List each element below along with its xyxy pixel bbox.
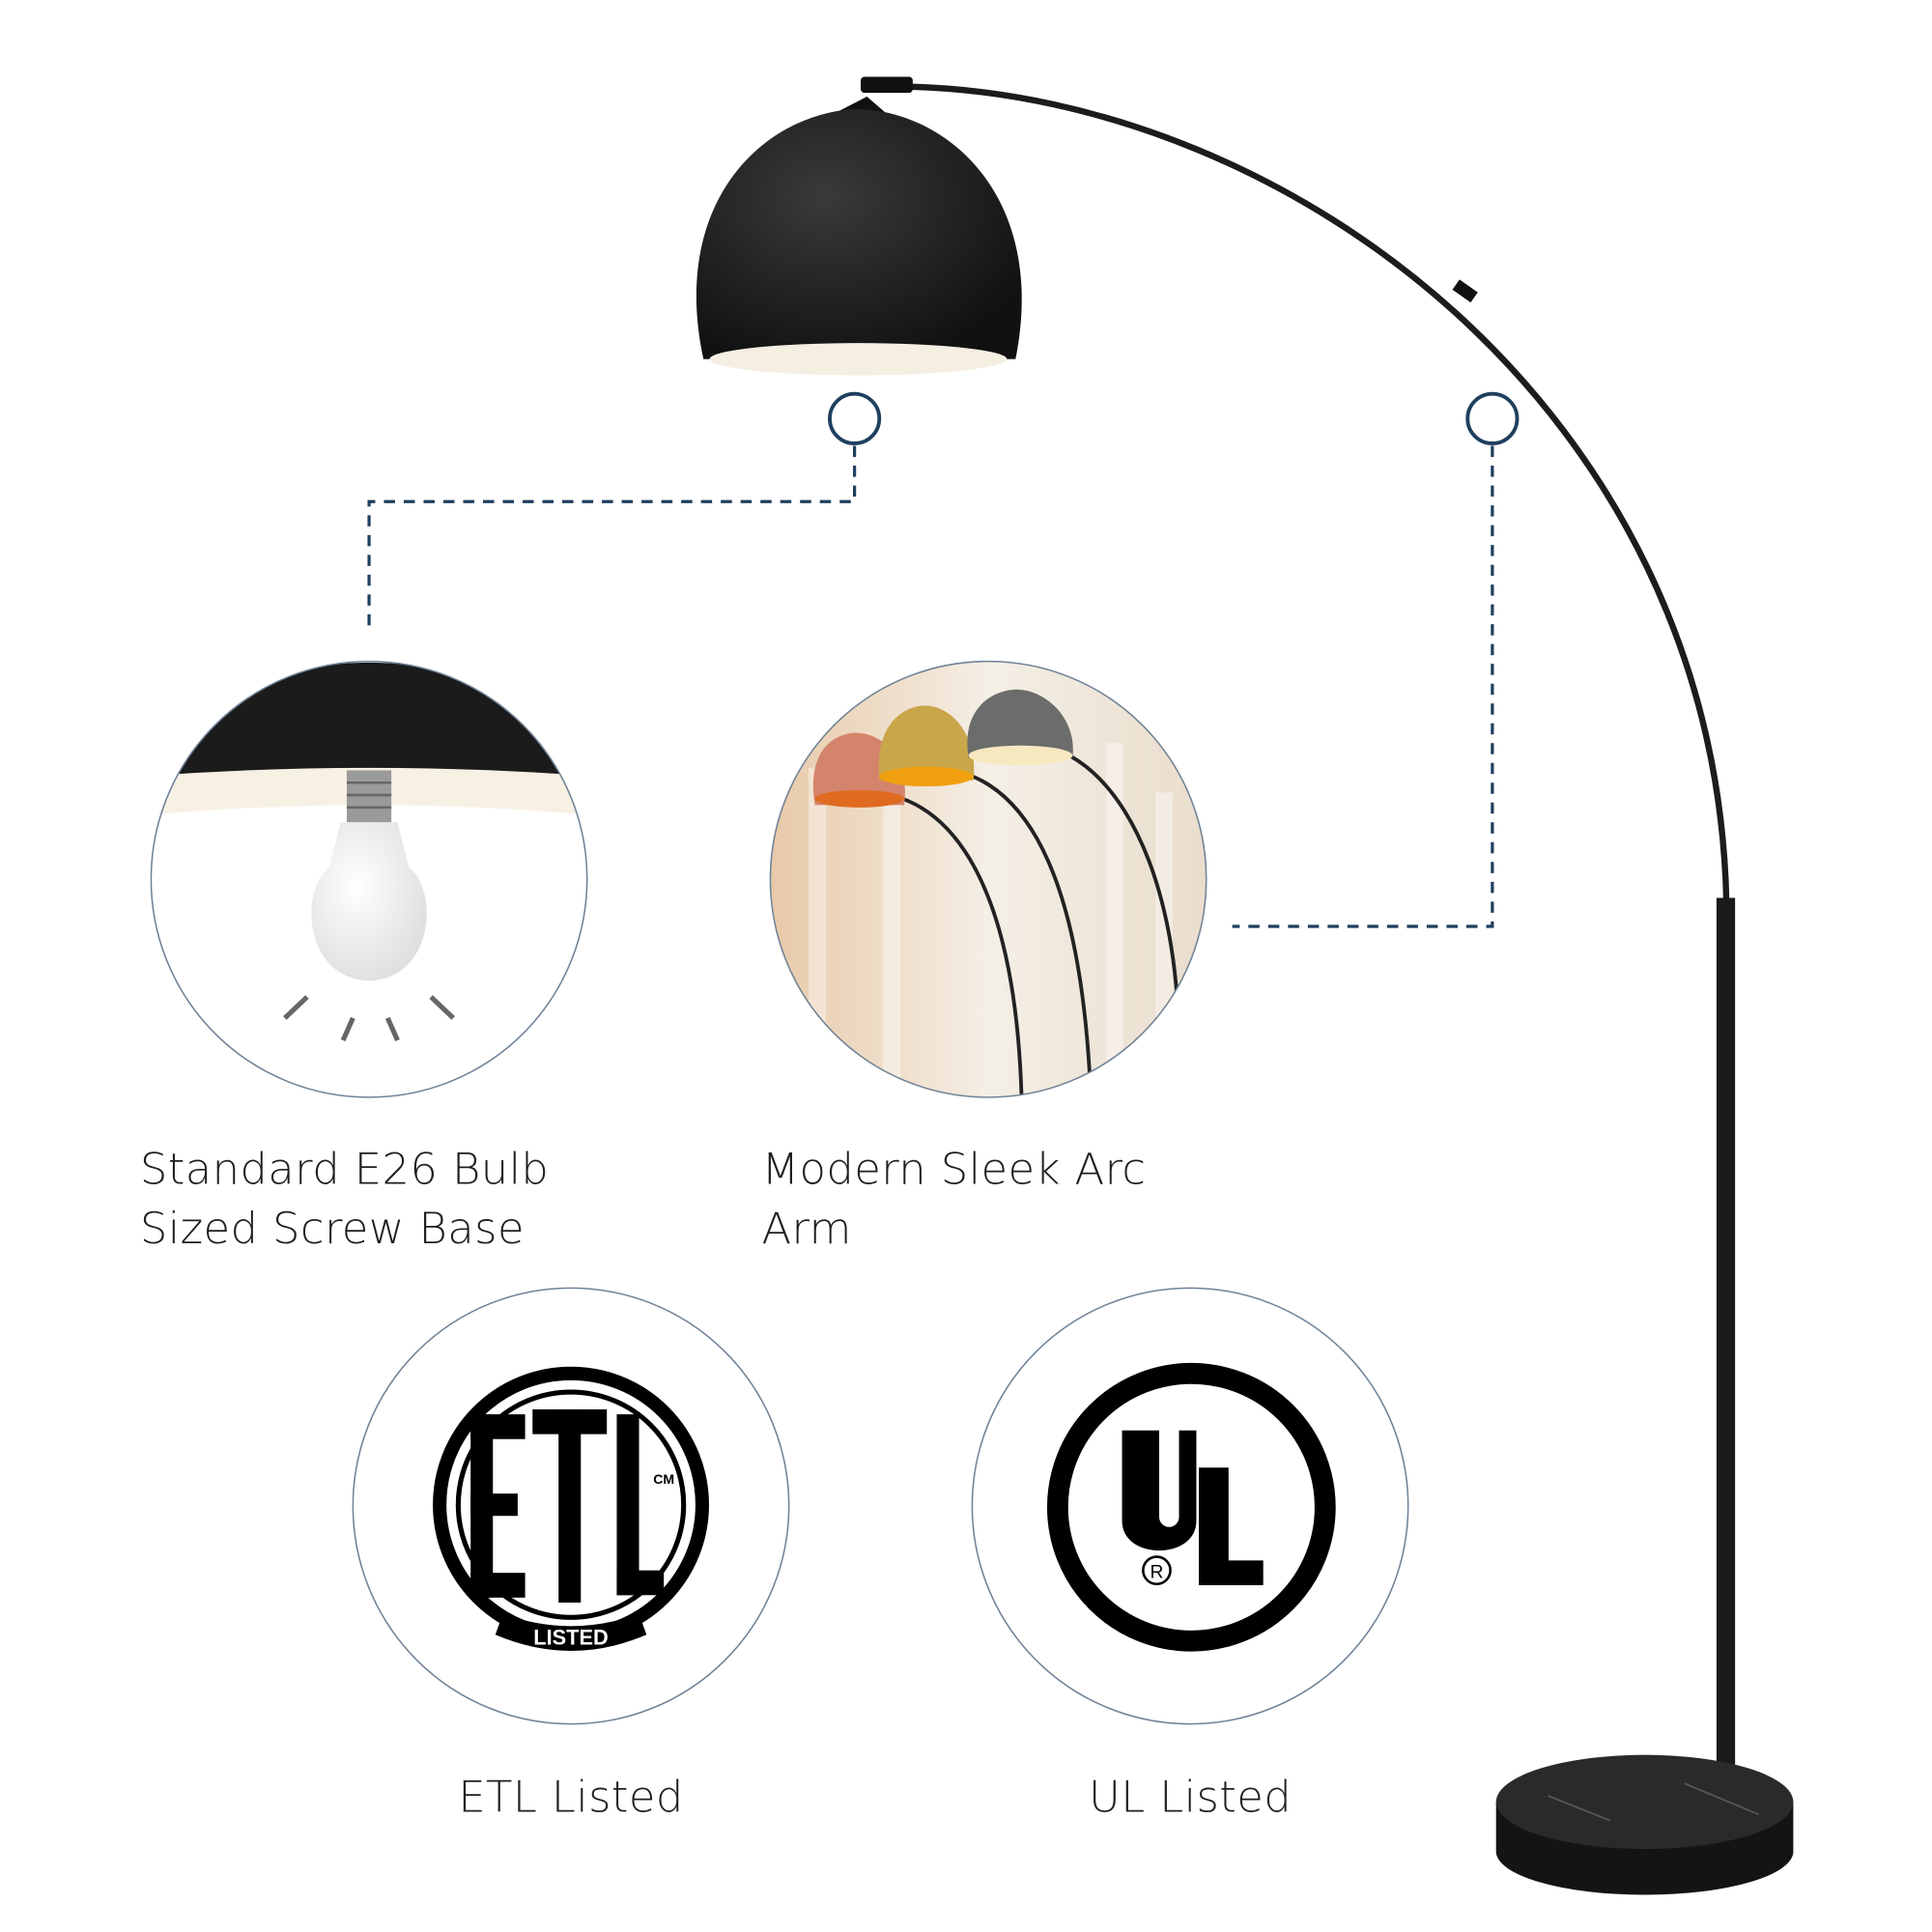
feature-label-line: Sized Screw Base <box>139 1205 525 1255</box>
svg-text:R: R <box>1150 1562 1163 1582</box>
callout-marker-shade <box>828 391 882 445</box>
feature-label-arc: Modern Sleek Arc Arm <box>761 1141 1146 1260</box>
svg-text:CM: CM <box>653 1471 674 1487</box>
etl-logo: LISTED CM <box>352 1287 790 1725</box>
etl-label: ETL Listed <box>458 1773 684 1824</box>
svg-text:LISTED: LISTED <box>533 1626 608 1650</box>
bulb-detail-image <box>150 660 588 1098</box>
ul-logo: R <box>971 1287 1409 1725</box>
arc-floor-lamp <box>696 76 1794 1895</box>
feature-label-bulb: Standard E26 Bulb Sized Screw Base <box>140 1141 549 1260</box>
feature-label-line: Modern Sleek Arc <box>761 1145 1147 1196</box>
feature-label-line: Standard E26 Bulb <box>139 1145 550 1196</box>
callout-lines <box>367 391 1520 928</box>
callout-marker-arm <box>1465 391 1520 445</box>
etl-letters <box>470 1408 665 1603</box>
ul-label: UL Listed <box>1089 1773 1293 1824</box>
arc-arm-lifestyle-image <box>769 660 1208 1098</box>
feature-label-line: Arm <box>761 1205 852 1255</box>
